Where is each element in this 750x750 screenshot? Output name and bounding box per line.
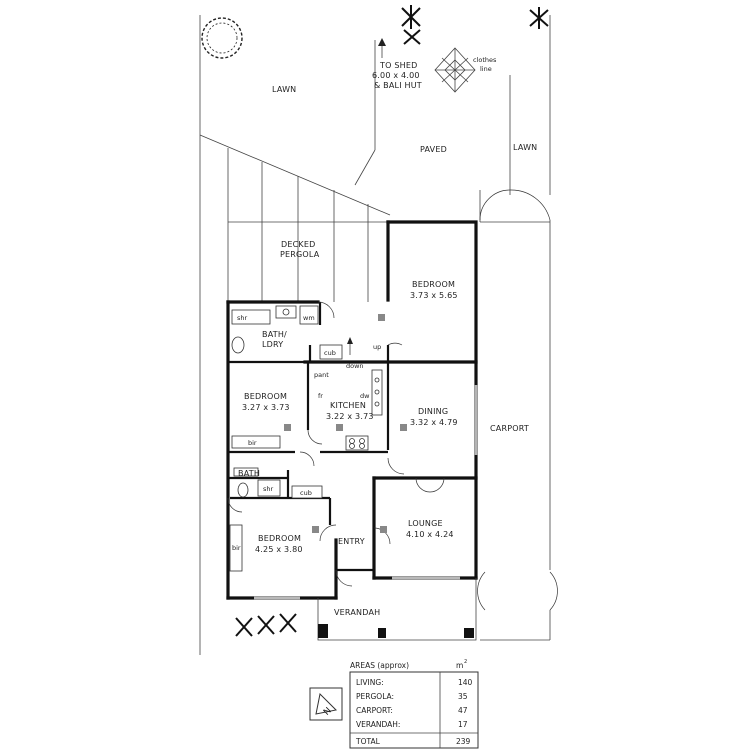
front-gate-icon — [477, 571, 558, 611]
areas-row-value: 17 — [458, 720, 468, 729]
robe-mid-label: bir — [248, 439, 257, 447]
paved-label: PAVED — [420, 145, 447, 154]
bath-name: BATH — [238, 469, 260, 478]
clothes-line-icon — [434, 47, 476, 93]
pergola-label-line1: DECKED — [281, 240, 315, 249]
bedroom-rear-dims: 3.73 x 5.65 — [410, 291, 458, 300]
cupboard-laundry-label: cub — [324, 349, 336, 357]
robe-front-label: bir — [232, 544, 241, 552]
pergola-label-line2: PERGOLA — [280, 250, 320, 259]
palm-plant-icon — [529, 7, 549, 29]
kitchen-name: KITCHEN — [330, 401, 366, 410]
carport-gate-icon — [479, 189, 551, 223]
fridge-label: fr — [318, 392, 323, 400]
entry-name: ENTRY — [338, 537, 365, 546]
bedroom-mid-name: BEDROOM — [244, 392, 287, 401]
fixture-labels: shr wm cub up down pant fr dw bir shr cu… — [232, 314, 381, 552]
shower-laundry-label: shr — [237, 314, 248, 322]
areas-row-label: CARPORT: — [356, 706, 393, 715]
compass-letter: N — [322, 706, 334, 718]
tree-icon — [201, 17, 243, 59]
decked-pergola — [199, 134, 391, 302]
lounge-name: LOUNGE — [408, 519, 443, 528]
fixtures — [229, 305, 407, 572]
lounge-dims: 4.10 x 4.24 — [406, 530, 454, 539]
areas-row-label: LIVING: — [356, 678, 384, 687]
dining-dims: 3.32 x 4.79 — [410, 418, 458, 427]
washing-machine-label: wm — [303, 314, 315, 322]
areas-row-value: 47 — [458, 706, 468, 715]
areas-unit: m — [456, 661, 463, 670]
stairs-down-label: down — [346, 362, 364, 370]
shed-arrow-icon — [378, 38, 386, 58]
dining-name: DINING — [418, 407, 448, 416]
bedroom-front-name: BEDROOM — [258, 534, 301, 543]
areas-row-value: 140 — [458, 678, 473, 687]
kitchen-dims: 3.22 x 3.73 — [326, 412, 374, 421]
clothes-line-label-line1: clothes — [473, 56, 497, 64]
bedroom-front-dims: 4.25 x 3.80 — [255, 545, 303, 554]
verandah-label: VERANDAH — [334, 608, 380, 617]
bath-laundry-line1: BATH/ — [262, 330, 287, 339]
palm-plant-icon — [235, 613, 297, 637]
areas-total-value: 239 — [456, 737, 471, 746]
bedroom-mid-dims: 3.27 x 3.73 — [242, 403, 290, 412]
areas-header: AREAS (approx) — [350, 661, 409, 670]
dishwasher-label: dw — [360, 392, 370, 400]
areas-row-label: PERGOLA: — [356, 692, 394, 701]
north-compass-icon: N — [309, 687, 343, 721]
shed-label-line1: TO SHED — [379, 61, 417, 70]
pantry-label: pant — [314, 371, 329, 379]
shower-bath-label: shr — [263, 485, 274, 493]
shed-label-line3: & BALI HUT — [374, 81, 422, 90]
clothes-line-label-line2: line — [480, 65, 492, 73]
bedroom-rear-name: BEDROOM — [412, 280, 455, 289]
bath-laundry-line2: LDRY — [262, 340, 283, 349]
stairs-up-label: up — [373, 343, 381, 351]
areas-unit-superscript: 2 — [464, 659, 467, 665]
lawn-left-label: LAWN — [272, 85, 296, 94]
areas-row-value: 35 — [458, 692, 468, 701]
room-labels: BEDROOM 3.73 x 5.65 BATH/ LDRY BEDROOM 3… — [238, 280, 458, 554]
lawn-right-label: LAWN — [513, 143, 537, 152]
house-walls — [226, 220, 478, 600]
palm-plant-icon — [401, 5, 421, 45]
carport-label: CARPORT — [490, 424, 529, 433]
areas-row-label: VERANDAH: — [356, 720, 400, 729]
cupboard-bath-label: cub — [300, 489, 312, 497]
outdoor-labels: LAWN LAWN PAVED TO SHED 6.00 x 4.00 & BA… — [272, 56, 537, 617]
verandah-outline — [317, 578, 477, 641]
site-boundaries — [199, 15, 551, 655]
shed-label-line2: 6.00 x 4.00 — [372, 71, 420, 80]
areas-total-label: TOTAL — [355, 737, 381, 746]
